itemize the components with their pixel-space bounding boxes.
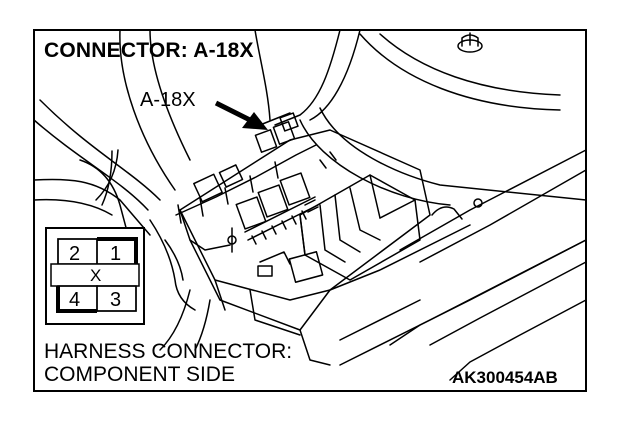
- connector-pin-diagram: [45, 227, 145, 325]
- pin-label-4: 4: [69, 289, 81, 311]
- pin-label-1: 1: [110, 243, 122, 265]
- connector-callout-label: A-18X: [140, 89, 196, 111]
- connector-title: CONNECTOR: A-18X: [44, 39, 254, 62]
- engine-bay-linework: [33, 29, 587, 381]
- figure-code: AK300454AB: [452, 368, 558, 387]
- pin-label-3: 3: [110, 289, 122, 311]
- pin-label-x: X: [90, 266, 102, 285]
- callout-arrow-shaft: [214, 100, 256, 125]
- pin-label-2: 2: [69, 243, 81, 265]
- caption-line-2: COMPONENT SIDE: [44, 363, 235, 386]
- caption-line-1: HARNESS CONNECTOR:: [44, 340, 293, 363]
- callout-arrow-head: [242, 112, 268, 130]
